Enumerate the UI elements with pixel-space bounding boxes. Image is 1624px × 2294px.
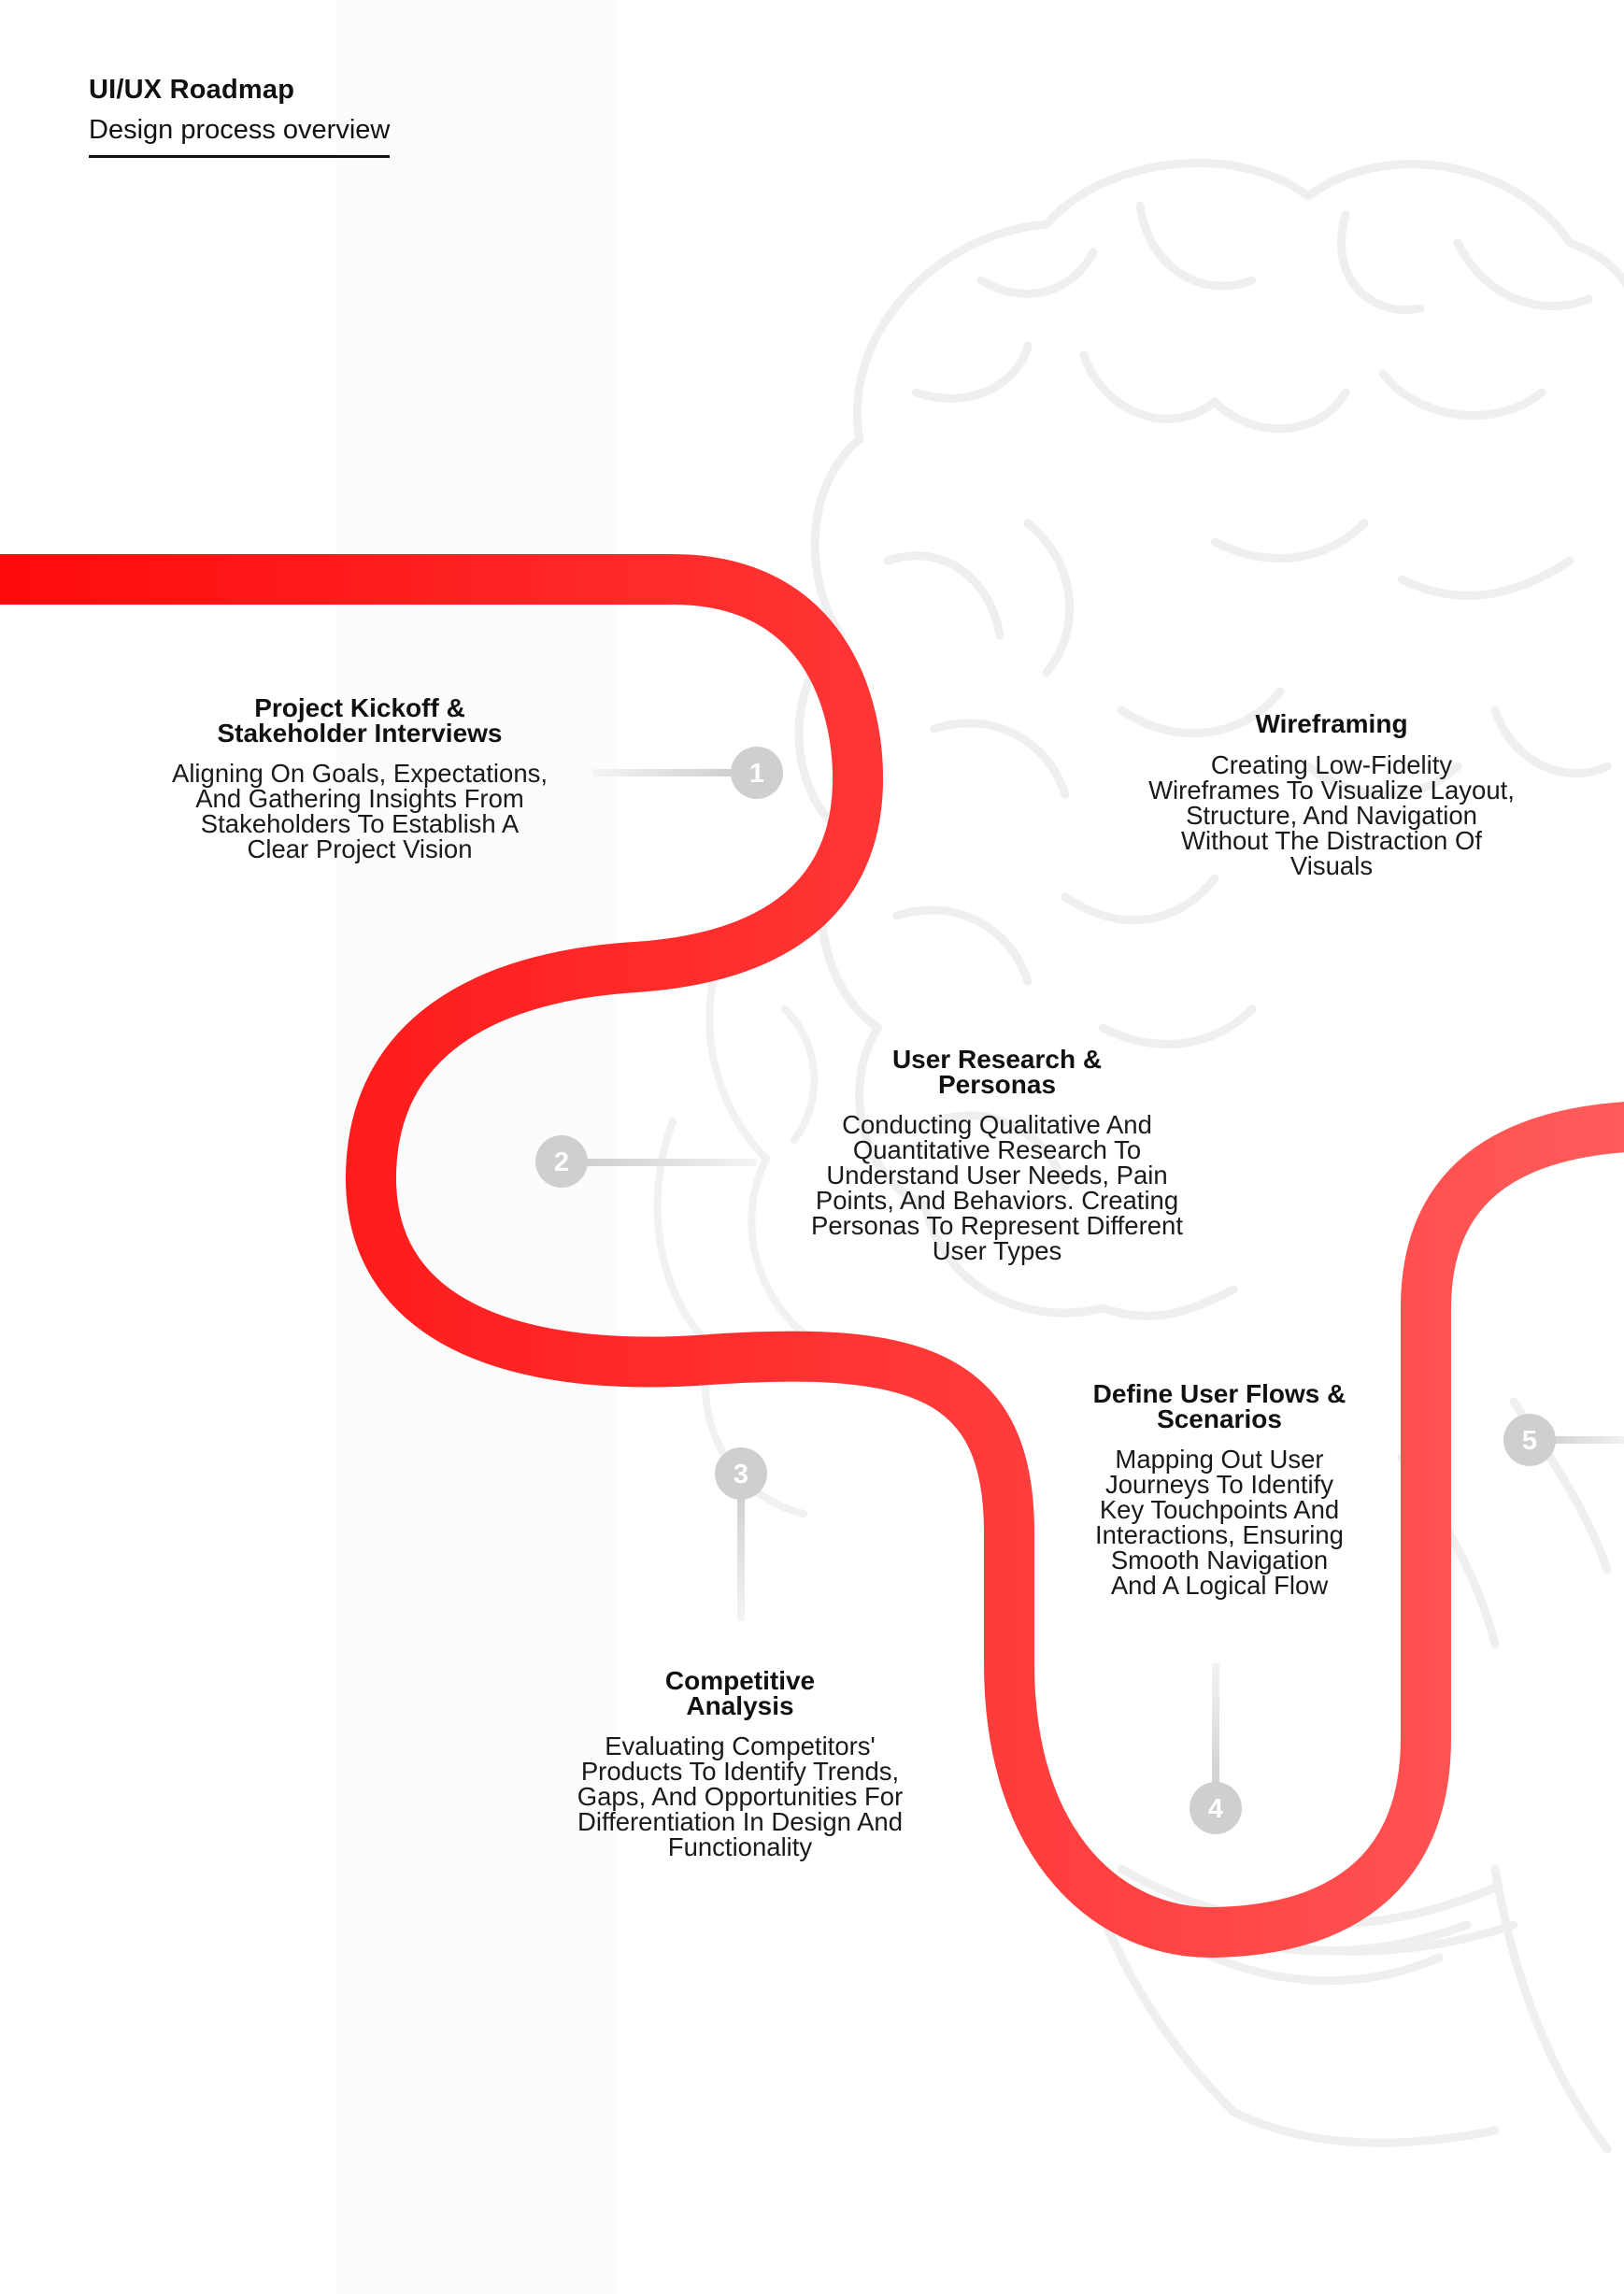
step-number-3: 3 — [734, 1460, 748, 1489]
step-desc-3: Evaluating Competitors'Products To Ident… — [577, 1731, 904, 1861]
connector-3 — [737, 1472, 745, 1621]
step-number-1: 1 — [749, 759, 764, 789]
step-marker-1: 1 — [731, 747, 783, 799]
page-header: UI/UX Roadmap Design process overview — [89, 75, 391, 158]
step-marker-4: 4 — [1190, 1782, 1242, 1834]
step-desc-1: Aligning On Goals, Expectations,And Gath… — [171, 759, 548, 863]
roadmap-path — [0, 554, 1624, 1959]
step-title-4: Define User Flows &Scenarios — [1092, 1379, 1346, 1433]
page-subtitle: Design process overview — [89, 115, 391, 158]
step-card-4: Define User Flows &Scenarios Mapping Out… — [1056, 1379, 1383, 1600]
step-title-1: Project Kickoff &Stakeholder Interviews — [217, 693, 503, 748]
connector-5 — [1529, 1436, 1624, 1444]
step-number-2: 2 — [554, 1147, 569, 1177]
step-marker-2: 2 — [535, 1135, 588, 1188]
connector-4 — [1212, 1663, 1219, 1808]
step-card-2: User Research &Personas Conducting Quali… — [763, 1045, 1231, 1265]
connector-1 — [593, 769, 757, 777]
step-card-1: Project Kickoff &Stakeholder Interviews … — [140, 695, 579, 862]
step-marker-5: 5 — [1503, 1414, 1556, 1466]
connector-2 — [561, 1159, 757, 1166]
step-number-5: 5 — [1522, 1426, 1537, 1456]
step-title-5: Wireframing — [1255, 709, 1408, 738]
page-title: UI/UX Roadmap — [89, 75, 295, 105]
step-title-2: User Research &Personas — [891, 1045, 1103, 1099]
step-number-4: 4 — [1208, 1794, 1223, 1824]
step-marker-3: 3 — [715, 1447, 767, 1500]
